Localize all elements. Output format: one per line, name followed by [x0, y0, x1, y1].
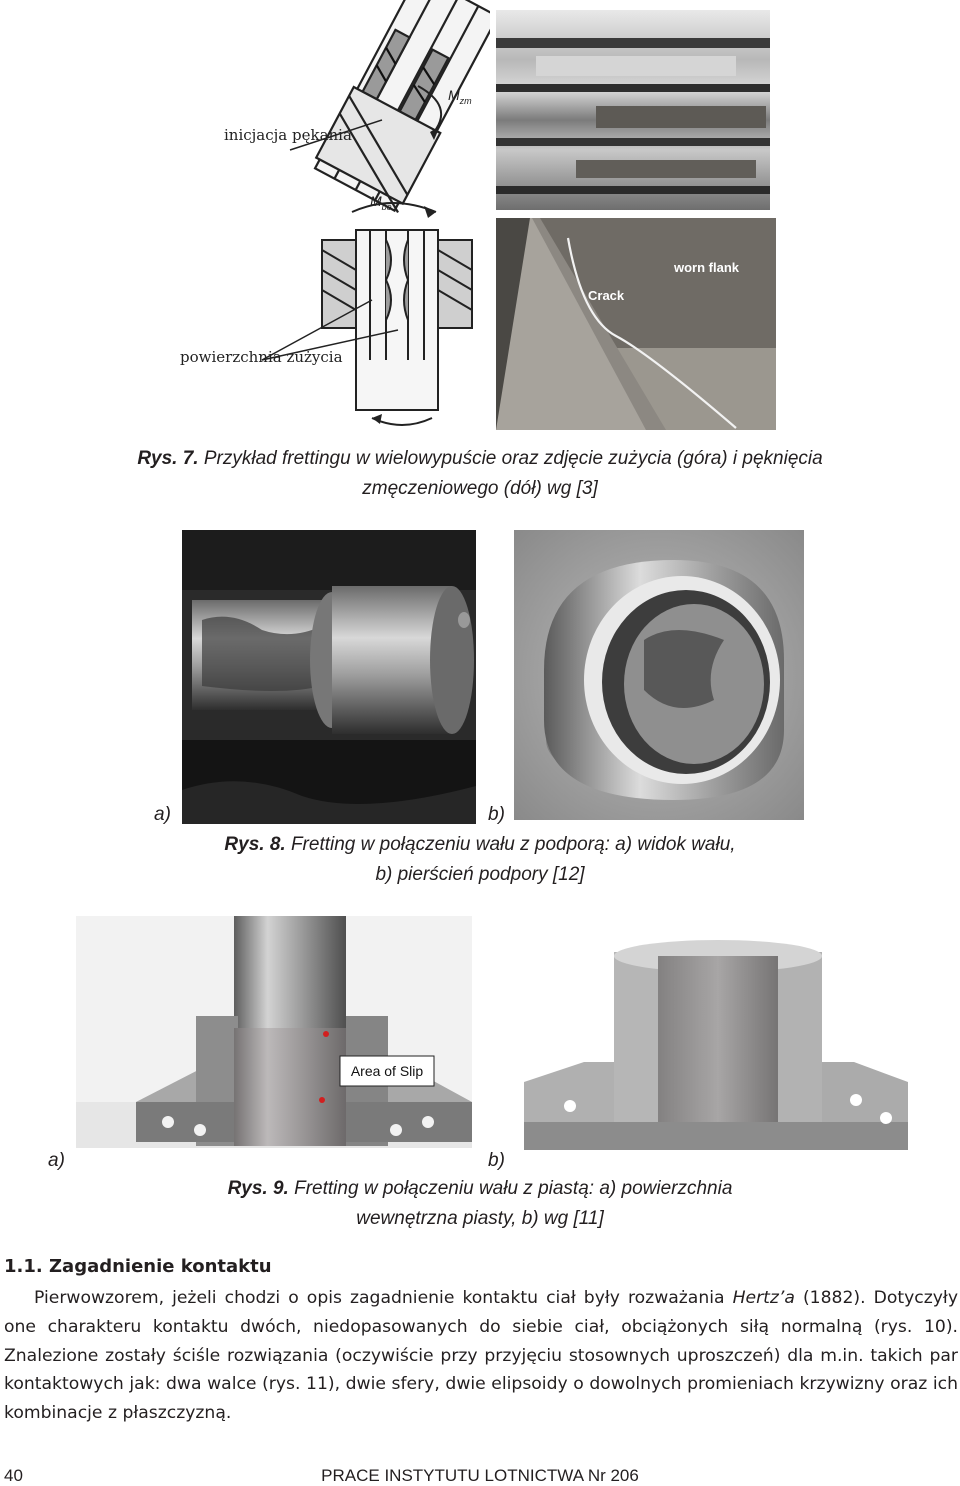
wear-surface-label: powierzchnia zużycia	[180, 348, 343, 366]
figure8-caption-line1: Rys. 8. Fretting w połączeniu wału z pod…	[0, 830, 960, 860]
moment-label-bottom: Mbe	[370, 193, 392, 212]
section-paragraph: Pierwowzorem, jeżeli chodzi o opis zagad…	[4, 1284, 958, 1428]
support-ring-svg	[514, 530, 804, 820]
figure8-label-a: a)	[154, 804, 171, 825]
figure9-caption-line1: Rys. 9. Fretting w połączeniu wału z pia…	[0, 1174, 960, 1204]
crack-initiation-label: inicjacja pękania	[224, 126, 352, 144]
shaft-view-photo	[182, 530, 476, 824]
figure9-caption: Rys. 9. Fretting w połączeniu wału z pia…	[0, 1174, 960, 1234]
body-text-part1: Pierwowzorem, jeżeli chodzi o opis zagad…	[34, 1288, 733, 1308]
journal-footer: PRACE INSTYTUTU LOTNICTWA Nr 206	[321, 1466, 639, 1485]
figure9-label-b: b)	[488, 1150, 505, 1171]
figure7-caption-line1-text: Przykład frettingu w wielowypuście oraz …	[203, 448, 823, 469]
figure7-caption-prefix: Rys. 7.	[137, 448, 199, 469]
section-heading: 1.1. Zagadnienie kontaktu	[4, 1256, 272, 1277]
figure9-caption-prefix: Rys. 9.	[227, 1178, 289, 1199]
spline-wear-photo-svg	[496, 10, 770, 210]
hub-section-photo	[524, 932, 908, 1150]
figure7-caption: Rys. 7. Przykład frettingu w wielowypuśc…	[0, 444, 960, 504]
figure9-caption-line2: wewnętrzna piasty, b) wg [11]	[356, 1208, 604, 1229]
spline-fretting-drawing: Mzm inicjacja pękania Mbe powierzchnia z…	[172, 0, 490, 432]
hub-section-svg	[524, 932, 908, 1150]
spline-wear-photo	[496, 10, 770, 210]
figure8-caption-line2: b) pierścień podpory [12]	[375, 864, 585, 885]
figure8-label-b: b)	[488, 804, 505, 825]
spline-drawing-svg: Mzm inicjacja pękania Mbe powierzchnia z…	[172, 0, 490, 432]
figure9-caption-line1-text: Fretting w połączeniu wału z piastą: a) …	[294, 1178, 733, 1199]
support-ring-photo	[514, 530, 804, 820]
worn-flank-label: worn flank	[673, 260, 740, 275]
moment-label-top: Mzm	[448, 87, 472, 106]
spline-crack-photo: worn flank Crack	[496, 218, 776, 430]
figure7-caption-line1: Rys. 7. Przykład frettingu w wielowypuśc…	[0, 444, 960, 474]
hub-inner-surface-photo: Area of Slip	[76, 916, 472, 1148]
area-of-slip-label: Area of Slip	[351, 1063, 424, 1079]
figure8-caption-line1-text: Fretting w połączeniu wału z podporą: a)…	[290, 834, 736, 855]
body-text-part2: (1882). Dotyczyły one charakteru kontakt…	[4, 1288, 958, 1424]
spline-crack-photo-svg: worn flank Crack	[496, 218, 776, 430]
shaft-view-svg	[182, 530, 476, 824]
hub-inner-surface-svg: Area of Slip	[76, 916, 472, 1148]
figure8-caption: Rys. 8. Fretting w połączeniu wału z pod…	[0, 830, 960, 890]
figure8-caption-prefix: Rys. 8.	[224, 834, 286, 855]
figure9-label-a: a)	[48, 1150, 65, 1171]
body-text-italic: Hertz’a	[732, 1288, 795, 1308]
section-body: Pierwowzorem, jeżeli chodzi o opis zagad…	[4, 1284, 958, 1428]
crack-label: Crack	[588, 288, 625, 303]
figure7-caption-line2: zmęczeniowego (dół) wg [3]	[362, 478, 598, 499]
page-number: 40	[4, 1466, 23, 1485]
